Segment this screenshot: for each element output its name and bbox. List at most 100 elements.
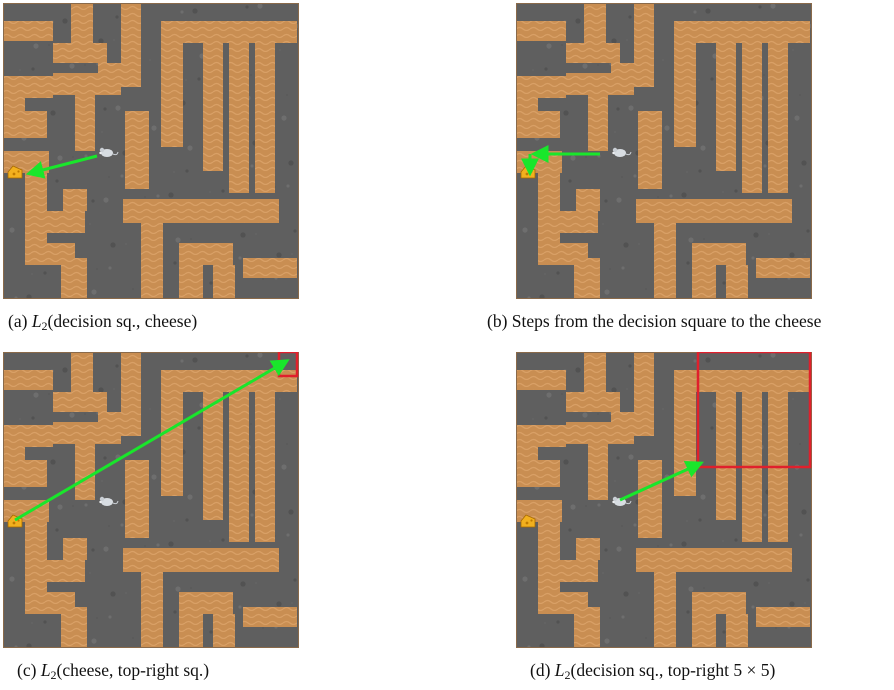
maze-path-tile [25, 560, 85, 582]
maze-path-tile [742, 43, 762, 193]
maze-path-tile [611, 63, 634, 95]
maze-path-tile [636, 548, 792, 572]
maze-path-tile [3, 21, 53, 41]
maze-path-tile [25, 425, 53, 447]
caption-a: (a) L2(decision sq., cheese) [8, 311, 198, 333]
mouse-icon [99, 147, 119, 157]
maze-path-tile [716, 243, 746, 265]
maze-path-tile [726, 614, 748, 648]
top-right-highlight-box [696, 352, 812, 469]
maze-path-tile [121, 3, 141, 87]
maze-path-tile [203, 392, 223, 520]
direction-arrow [25, 154, 98, 179]
maze-path-tile [229, 43, 249, 193]
maze-path-tile [538, 460, 560, 487]
maze-path-tile [696, 370, 810, 392]
maze-a [3, 3, 299, 299]
maze-path-tile [756, 258, 810, 278]
maze-path-tile [123, 548, 279, 572]
maze-path-tile [179, 592, 203, 648]
maze-path-tile [3, 76, 25, 138]
maze-path-tile [654, 572, 676, 648]
maze-path-tile [674, 370, 696, 496]
maze-path-tile [121, 352, 141, 436]
maze-path-tile [516, 21, 566, 41]
maze-path-tile [71, 3, 93, 55]
maze-path-tile [576, 189, 600, 211]
maze-path-tile [3, 425, 25, 487]
maze-path-tile [229, 392, 249, 542]
maze-path-tile [584, 3, 606, 55]
maze-path-tile [638, 460, 662, 538]
maze-path-tile [203, 43, 223, 171]
maze-d [516, 352, 812, 648]
maze-path-tile [203, 243, 233, 265]
mouse-icon [612, 147, 632, 157]
maze-path-tile [25, 111, 47, 138]
maze-path-tile [716, 592, 746, 614]
maze-path-tile [611, 412, 634, 444]
maze-path-tile [213, 265, 235, 299]
maze-path-tile [203, 592, 233, 614]
maze-path-tile [98, 412, 121, 444]
maze-path-tile [61, 607, 87, 648]
maze-path-tile [538, 76, 566, 98]
maze-path-tile [75, 444, 95, 500]
maze-path-tile [125, 111, 149, 189]
maze-path-tile [3, 370, 53, 390]
maze-path-tile [588, 95, 608, 151]
maze-path-tile [716, 392, 736, 520]
maze-path-tile [255, 392, 275, 542]
maze-path-tile [141, 223, 163, 299]
maze-path-tile [576, 538, 600, 560]
maze-path-tile [61, 258, 87, 299]
maze-path-tile [183, 21, 297, 43]
maze-path-tile [768, 43, 788, 193]
cheese-icon [7, 165, 23, 179]
maze-path-tile [179, 243, 203, 299]
maze-path-tile [674, 21, 696, 147]
maze-path-tile [183, 370, 297, 392]
maze-path-tile [566, 392, 620, 412]
maze-path-tile [638, 111, 662, 189]
maze-path-tile [141, 572, 163, 648]
maze-path-tile [53, 392, 107, 412]
maze-path-tile [716, 43, 736, 171]
maze-path-tile [161, 21, 183, 147]
direction-arrow [619, 461, 704, 502]
maze-path-tile [25, 460, 47, 487]
maze-path-tile [634, 352, 654, 436]
maze-path-tile [574, 607, 600, 648]
maze-path-tile [516, 76, 538, 138]
caption-d: (d) L2(decision sq., top-right 5 × 5) [530, 660, 776, 682]
maze-path-tile [692, 592, 716, 648]
maze-path-tile [654, 223, 676, 299]
direction-arrow [14, 359, 290, 522]
maze-path-tile [516, 425, 538, 487]
mouse-icon [99, 496, 119, 506]
maze-path-tile [123, 199, 279, 223]
maze-path-tile [516, 370, 566, 390]
maze-path-tile [566, 43, 620, 63]
maze-path-tile [75, 95, 95, 151]
maze-path-tile [538, 111, 560, 138]
maze-path-tile [213, 614, 235, 648]
maze-path-tile [25, 211, 85, 233]
maze-path-tile [584, 352, 606, 404]
maze-path-tile [25, 76, 53, 98]
maze-path-tile [63, 189, 87, 211]
maze-path-tile [588, 444, 608, 500]
maze-path-tile [63, 538, 87, 560]
caption-b: (b) Steps from the decision square to th… [487, 311, 822, 331]
maze-path-tile [161, 370, 183, 496]
maze-path-tile [243, 607, 297, 627]
maze-b [516, 3, 812, 299]
maze-path-tile [53, 43, 107, 63]
maze-path-tile [756, 607, 810, 627]
caption-c: (c) L2(cheese, top-right sq.) [17, 660, 210, 682]
maze-path-tile [538, 425, 566, 447]
cheese-icon [520, 514, 536, 528]
maze-path-tile [125, 460, 149, 538]
maze-path-tile [538, 211, 598, 233]
maze-path-tile [538, 560, 598, 582]
